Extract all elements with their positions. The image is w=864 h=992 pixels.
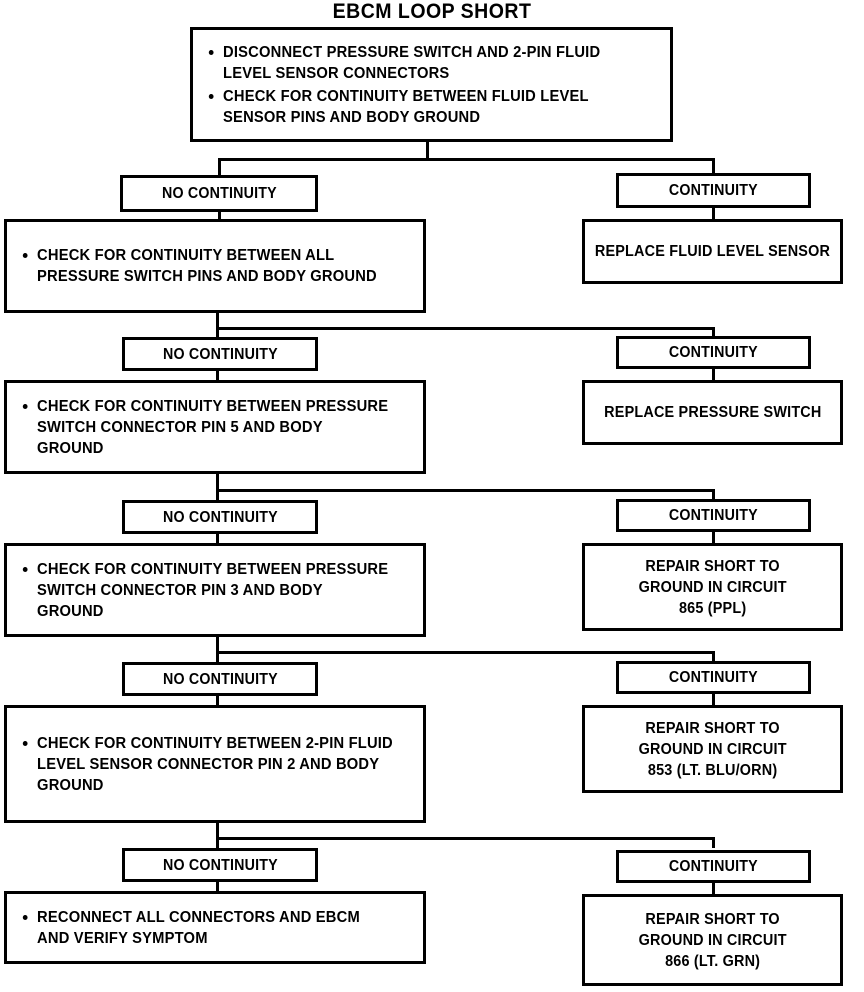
connector-drop-left-3 — [216, 489, 219, 501]
bullet-list: CHECK FOR CONTINUITY BETWEEN PRESSURE SW… — [19, 396, 413, 459]
result-text-block: REPAIR SHORT TO GROUND IN CIRCUIT 865 (P… — [638, 556, 786, 619]
connector-stem-2 — [216, 313, 219, 328]
connector-stem-1 — [426, 142, 429, 159]
result-line-3: 866 (LT. GRN) — [664, 952, 761, 970]
connector-drop-right-4 — [712, 651, 715, 662]
branch-label-continuity-1: CONTINUITY — [616, 173, 811, 208]
result-text-block: REPAIR SHORT TO GROUND IN CIRCUIT 853 (L… — [638, 718, 786, 781]
bullet-list: CHECK FOR CONTINUITY BETWEEN ALL PRESSUR… — [19, 245, 413, 287]
connector-label-to-box-right-2 — [712, 368, 715, 381]
connector-bar-1 — [218, 158, 715, 161]
connector-drop-right-5 — [712, 837, 715, 848]
result-line-3: 865 (PPL) — [678, 599, 747, 617]
bullet-list: CHECK FOR CONTINUITY BETWEEN 2-PIN FLUID… — [19, 733, 413, 796]
connector-drop-left-1 — [218, 158, 221, 176]
action-box-step-2: CHECK FOR CONTINUITY BETWEEN ALL PRESSUR… — [4, 219, 426, 313]
branch-label-continuity-2: CONTINUITY — [616, 336, 811, 369]
result-text: REPLACE PRESSURE SWITCH — [603, 404, 822, 421]
bullet-item: CHECK FOR CONTINUITY BETWEEN FLUID LEVEL… — [205, 86, 637, 128]
bullet-list: DISCONNECT PRESSURE SWITCH AND 2-PIN FLU… — [205, 42, 660, 128]
result-line-3: 853 (LT. BLU/ORN) — [647, 761, 778, 779]
result-line-1: REPAIR SHORT TO — [645, 910, 780, 928]
branch-label-text: CONTINUITY — [669, 507, 758, 524]
connector-stem-5 — [216, 823, 219, 838]
connector-drop-left-5 — [216, 837, 219, 849]
branch-label-no-continuity-5: NO CONTINUITY — [122, 848, 318, 882]
bullet-item: DISCONNECT PRESSURE SWITCH AND 2-PIN FLU… — [205, 42, 637, 84]
connector-stem-3 — [216, 474, 219, 490]
branch-label-no-continuity-3: NO CONTINUITY — [122, 500, 318, 534]
connector-bar-2 — [216, 327, 715, 330]
connector-drop-left-2 — [216, 327, 219, 339]
result-box-repair-short-853: REPAIR SHORT TO GROUND IN CIRCUIT 853 (L… — [582, 705, 843, 793]
connector-bar-4 — [216, 651, 715, 654]
action-box-step-1: DISCONNECT PRESSURE SWITCH AND 2-PIN FLU… — [190, 27, 673, 142]
connector-label-to-box-left-3 — [216, 533, 219, 545]
branch-label-no-continuity-2: NO CONTINUITY — [122, 337, 318, 371]
branch-label-text: NO CONTINUITY — [162, 345, 278, 363]
bullet-item: CHECK FOR CONTINUITY BETWEEN ALL PRESSUR… — [19, 245, 393, 287]
branch-label-text: NO CONTINUITY — [162, 856, 278, 874]
branch-label-text: NO CONTINUITY — [162, 508, 278, 526]
action-box-step-3: CHECK FOR CONTINUITY BETWEEN PRESSURE SW… — [4, 380, 426, 474]
connector-label-to-box-left-5 — [216, 881, 219, 893]
result-box-repair-short-865: REPAIR SHORT TO GROUND IN CIRCUIT 865 (P… — [582, 543, 843, 631]
branch-label-text: CONTINUITY — [669, 669, 758, 686]
connector-label-to-box-left-1 — [218, 210, 221, 222]
branch-label-text: CONTINUITY — [669, 858, 758, 875]
result-text-block: REPAIR SHORT TO GROUND IN CIRCUIT 866 (L… — [638, 909, 786, 972]
page-title: EBCM LOOP SHORT — [332, 0, 532, 23]
connector-drop-right-3 — [712, 489, 715, 500]
connector-drop-right-2 — [712, 327, 715, 338]
action-box-step-6: RECONNECT ALL CONNECTORS AND EBCM AND VE… — [4, 891, 426, 964]
connector-bar-5 — [216, 837, 715, 840]
connector-label-to-box-right-3 — [712, 531, 715, 544]
result-line-2: GROUND IN CIRCUIT — [638, 578, 787, 596]
branch-label-text: NO CONTINUITY — [162, 670, 278, 688]
branch-label-continuity-4: CONTINUITY — [616, 661, 811, 694]
connector-label-to-box-right-1 — [712, 206, 715, 220]
result-text: REPLACE FLUID LEVEL SENSOR — [594, 243, 831, 260]
branch-label-text: NO CONTINUITY — [161, 185, 277, 202]
branch-label-continuity-5: CONTINUITY — [616, 850, 811, 883]
connector-drop-left-4 — [216, 651, 219, 663]
branch-label-no-continuity-4: NO CONTINUITY — [122, 662, 318, 696]
connector-label-to-box-left-2 — [216, 370, 219, 382]
connector-label-to-box-right-5 — [712, 882, 715, 895]
connector-bar-3 — [216, 489, 715, 492]
branch-label-text: CONTINUITY — [669, 182, 758, 199]
result-line-1: REPAIR SHORT TO — [645, 719, 780, 737]
result-box-replace-fluid-level-sensor: REPLACE FLUID LEVEL SENSOR — [582, 219, 843, 284]
branch-label-continuity-3: CONTINUITY — [616, 499, 811, 532]
bullet-item: RECONNECT ALL CONNECTORS AND EBCM AND VE… — [19, 907, 393, 949]
bullet-item: CHECK FOR CONTINUITY BETWEEN PRESSURE SW… — [19, 396, 393, 459]
bullet-list: CHECK FOR CONTINUITY BETWEEN PRESSURE SW… — [19, 559, 413, 622]
result-box-replace-pressure-switch: REPLACE PRESSURE SWITCH — [582, 380, 843, 445]
action-box-step-5: CHECK FOR CONTINUITY BETWEEN 2-PIN FLUID… — [4, 705, 426, 823]
result-line-2: GROUND IN CIRCUIT — [638, 740, 787, 758]
connector-label-to-box-right-4 — [712, 693, 715, 706]
connector-label-to-box-left-4 — [216, 695, 219, 707]
bullet-list: RECONNECT ALL CONNECTORS AND EBCM AND VE… — [19, 907, 413, 949]
action-box-step-4: CHECK FOR CONTINUITY BETWEEN PRESSURE SW… — [4, 543, 426, 637]
bullet-item: CHECK FOR CONTINUITY BETWEEN 2-PIN FLUID… — [19, 733, 393, 796]
result-box-repair-short-866: REPAIR SHORT TO GROUND IN CIRCUIT 866 (L… — [582, 894, 843, 986]
branch-label-no-continuity-1: NO CONTINUITY — [120, 175, 318, 212]
connector-drop-right-1 — [712, 158, 715, 176]
branch-label-text: CONTINUITY — [669, 344, 758, 361]
bullet-item: CHECK FOR CONTINUITY BETWEEN PRESSURE SW… — [19, 559, 393, 622]
result-line-1: REPAIR SHORT TO — [645, 557, 780, 575]
connector-stem-4 — [216, 637, 219, 652]
result-line-2: GROUND IN CIRCUIT — [638, 931, 787, 949]
